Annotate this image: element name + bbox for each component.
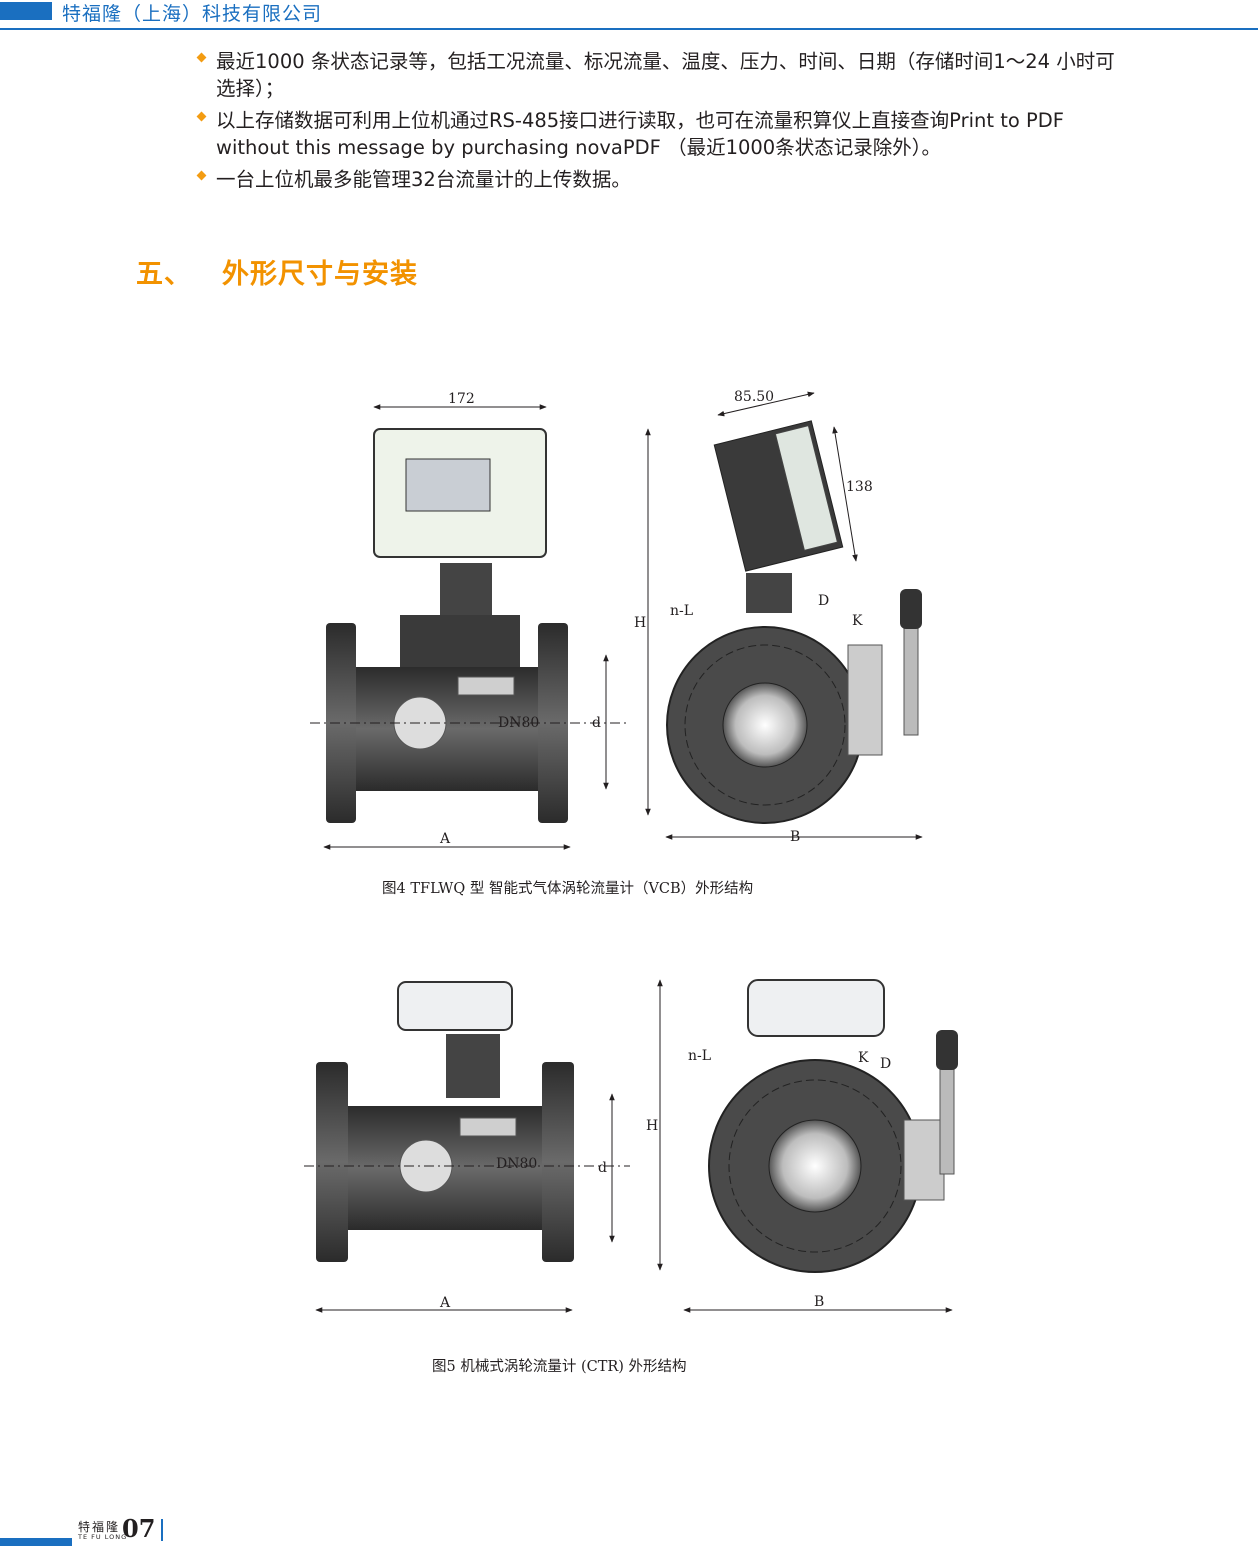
footer-brand-cn: 特福隆 [78,1520,121,1534]
footer-accent-bar [0,1538,72,1546]
diamond-bullet-icon [196,52,207,63]
dim-B: B [790,829,800,845]
bullet-item: 以上存储数据可利用上位机通过RS-485接口进行读取，也可在流量积算仪上直接查询… [196,107,1126,161]
dn-label: DN80 [496,1156,537,1172]
side-view [666,420,922,824]
bullet-text: 以上存储数据可利用上位机通过RS-485接口进行读取，也可在流量积算仪上直接查询… [216,109,1065,159]
dim-A: A [439,1295,451,1311]
label-D: D [880,1056,891,1072]
figure-4-drawing: DN80 172 A d H B 85.50 138 [300,385,940,855]
dim-box-height: 138 [846,479,873,495]
dim-H: H [646,1118,658,1134]
label-n-L: n-L [670,603,693,619]
figure-5-drawing: DN80 A d H B n-L K D [300,970,970,1330]
header-accent-bar [0,2,52,20]
figure-5-caption: 图5 机械式涡轮流量计 (CTR) 外形结构 [432,1359,687,1375]
bullet-list: 最近1000 条状态记录等，包括工况流量、标况流量、温度、压力、时间、日期（存储… [196,48,1126,198]
front-view: DN80 [316,981,574,1262]
footer-separator [161,1519,163,1541]
footer-brand-en: TE FU LONG [78,1533,128,1541]
section-title: 五、外形尺寸与安装 [136,252,418,291]
header-rule [0,28,1258,30]
dim-depth-top: 85.50 [734,389,774,405]
label-n-L: n-L [688,1048,711,1064]
page-number: 07 [122,1514,156,1543]
bullet-text: 一台上位机最多能管理32台流量计的上传数据。 [216,168,631,191]
header-company-name: 特福隆（上海）科技有限公司 [62,3,323,25]
label-K: K [852,613,863,629]
diamond-bullet-icon [196,170,207,181]
section-number: 五、 [136,259,192,290]
front-view: DN80 [326,428,568,823]
bullet-text: 最近1000 条状态记录等，包括工况流量、标况流量、温度、压力、时间、日期（存储… [216,50,1115,100]
label-D: D [818,593,829,609]
dim-H: H [634,615,646,631]
side-view [708,979,958,1273]
dim-width-top: 172 [448,391,475,407]
dim-d: d [598,1160,607,1176]
dim-A: A [439,831,451,847]
bullet-item: 最近1000 条状态记录等，包括工况流量、标况流量、温度、压力、时间、日期（存储… [196,48,1126,102]
section-heading: 外形尺寸与安装 [222,259,418,290]
diamond-bullet-icon [196,111,207,122]
bullet-item: 一台上位机最多能管理32台流量计的上传数据。 [196,166,1126,193]
figure-4-caption: 图4 TFLWQ 型 智能式气体涡轮流量计（VCB）外形结构 [382,881,754,897]
label-K: K [858,1050,869,1066]
dim-B: B [814,1294,824,1310]
